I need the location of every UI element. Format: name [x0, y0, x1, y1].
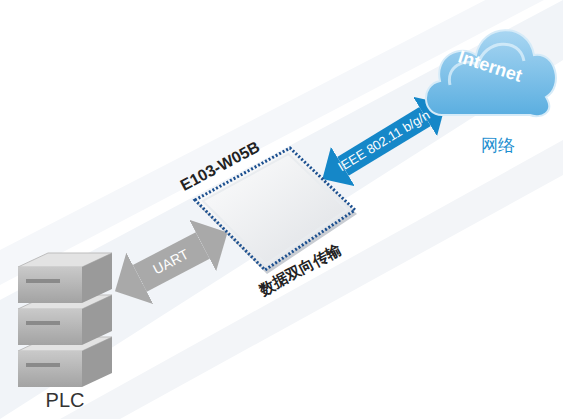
transfer-note: 数据双向传输	[256, 241, 344, 299]
light-band	[0, 0, 563, 285]
edge-label: UART	[151, 246, 192, 278]
network-label: 网络	[481, 136, 515, 156]
unit-side	[82, 253, 112, 303]
unit-front	[18, 351, 82, 387]
edge-label: IEEE 802.11 b/g/n	[335, 108, 432, 176]
plc-unit	[18, 253, 112, 303]
device-label: PLC	[46, 388, 85, 412]
plc-device: PLC	[10, 245, 120, 417]
unit-slot	[26, 279, 60, 283]
light-band	[60, 140, 563, 419]
arrow-connector	[140, 245, 203, 278]
unit-slot	[26, 321, 60, 325]
unit-front	[18, 309, 82, 345]
unit-side	[82, 295, 112, 345]
unit-slot	[26, 363, 60, 367]
internet-cloud: Internet网络	[420, 15, 560, 125]
unit-side	[82, 337, 112, 387]
unit-front	[18, 267, 82, 303]
cloud-shape	[426, 30, 556, 116]
